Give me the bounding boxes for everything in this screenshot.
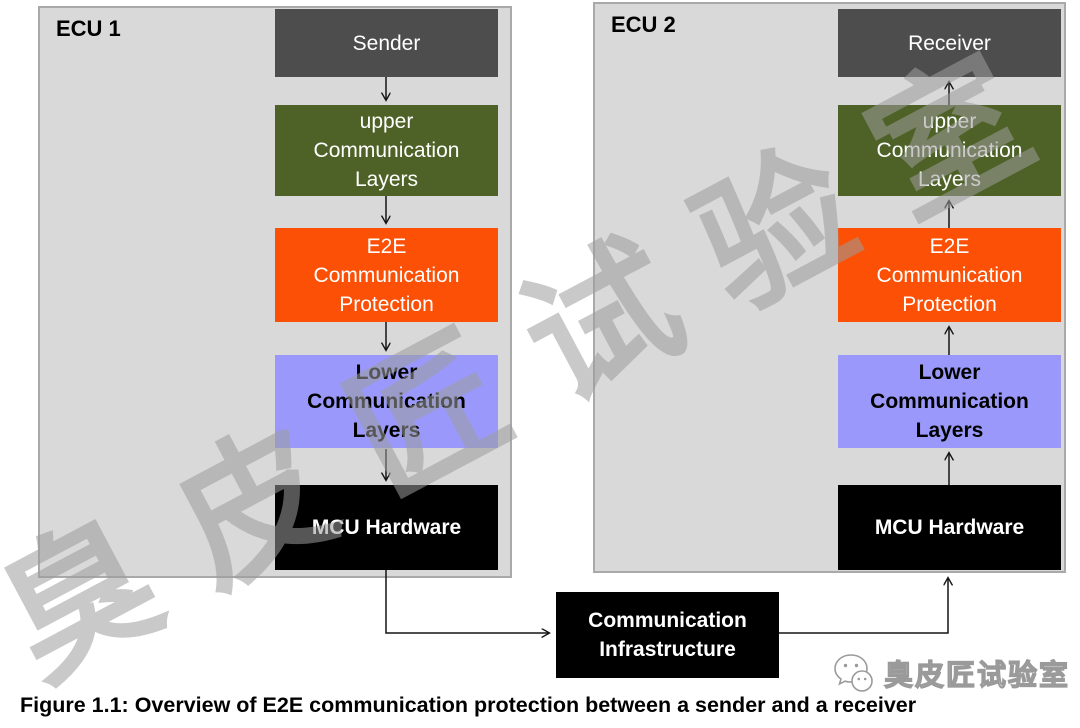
brand-logo: 臭皮匠试验室 [832, 652, 1070, 694]
sender-to-infrastructure-connector [385, 570, 549, 633]
wechat-bubbles-icon [834, 654, 873, 692]
ecu2-lower-communication-layers-box: Lower Communication Layers [838, 355, 1061, 448]
communication-infrastructure-box: Communication Infrastructure [556, 592, 779, 678]
ecu2-receiver-box: Receiver [838, 9, 1061, 77]
ecu1-sender-box: Sender [275, 9, 498, 77]
ecu1-title: ECU 1 [56, 16, 121, 41]
ecu2-e2e-protection-box: E2E Communication Protection [838, 228, 1061, 322]
infrastructure-to-receiver-connector [779, 578, 948, 634]
ecu2-mcu-hardware-box: MCU Hardware [838, 485, 1061, 570]
ecu2-title: ECU 2 [611, 12, 676, 37]
ecu1-mcu-hardware-box: MCU Hardware [275, 485, 498, 570]
ecu2-upper-communication-layers-box: upper Communication Layers [838, 105, 1061, 196]
brand-logo-text: 臭皮匠试验室 [883, 659, 1071, 692]
figure-caption: Figure 1.1: Overview of E2E communicatio… [20, 693, 917, 717]
ecu1-e2e-protection-box: E2E Communication Protection [275, 228, 498, 322]
ecu1-lower-communication-layers-box: Lower Communication Layers [275, 355, 498, 448]
ecu1-upper-communication-layers-box: upper Communication Layers [275, 105, 498, 196]
